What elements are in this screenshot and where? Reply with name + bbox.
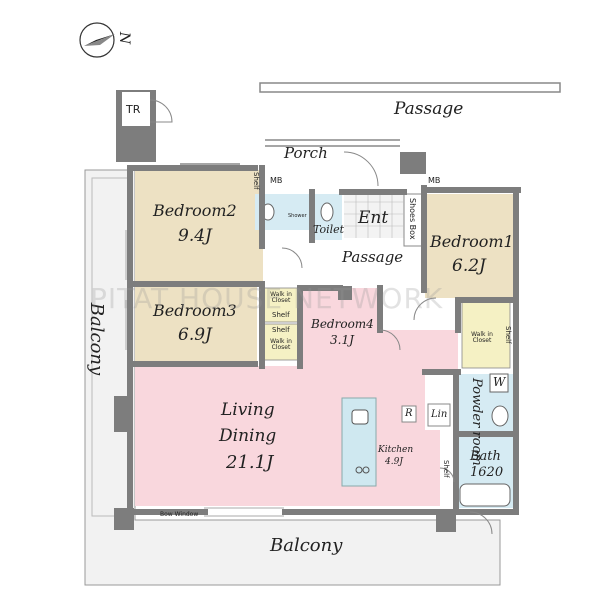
living-size: 21.1J bbox=[226, 452, 274, 473]
shelf-label: Shelf bbox=[252, 172, 260, 190]
walk-in-closet-label: Walk in Closet bbox=[270, 291, 292, 304]
compass-icon bbox=[79, 22, 115, 58]
stove-burner bbox=[362, 466, 370, 474]
bedroom1-label: Bedroom1 bbox=[430, 232, 514, 251]
shelf-label: Shelf bbox=[504, 326, 512, 344]
entrance-tiles bbox=[344, 190, 404, 238]
dining-label: Dining bbox=[219, 426, 277, 446]
trunk-room bbox=[122, 92, 150, 126]
bedroom4-size: 3.1J bbox=[330, 333, 354, 347]
bedroom2-size: 9.4J bbox=[178, 226, 212, 246]
bedroom2-label: Bedroom2 bbox=[153, 201, 237, 220]
shower-label: Shower bbox=[288, 213, 307, 219]
shelf-label: Shelf bbox=[272, 326, 290, 334]
powder-room-label: Powder room bbox=[469, 378, 484, 466]
bedroom1-room bbox=[425, 194, 513, 298]
bedroom3-room bbox=[135, 286, 257, 364]
toilet-bowl bbox=[320, 202, 334, 222]
outer-passage-label: Passage bbox=[394, 99, 464, 119]
powder-sink bbox=[491, 405, 509, 427]
kitchen-size: 4.9J bbox=[385, 457, 403, 467]
shelf-label: Shelf bbox=[442, 460, 450, 478]
living-label: Living bbox=[221, 400, 275, 420]
door-swings bbox=[281, 151, 493, 535]
bedroom4-label: Bedroom4 bbox=[311, 317, 374, 331]
stove-burner bbox=[355, 466, 363, 474]
washer-label: W bbox=[493, 375, 506, 389]
bath-label: Bath bbox=[470, 449, 501, 464]
bedroom3-label: Bedroom3 bbox=[153, 301, 237, 320]
trunk-room-label: TR bbox=[126, 103, 141, 116]
fridge-box bbox=[401, 405, 417, 423]
walls bbox=[127, 165, 521, 515]
bedroom3-size: 6.9J bbox=[178, 325, 212, 345]
linen-box bbox=[427, 403, 451, 427]
watermark: PITAT HOUSE NETWORK bbox=[90, 282, 444, 315]
mb-label: MB bbox=[428, 176, 441, 185]
linen-label: Lin bbox=[431, 409, 448, 420]
walk-in-closet-c bbox=[461, 301, 511, 369]
walk-in-closet-label: Walk in Closet bbox=[471, 331, 493, 344]
outer-passage-railing bbox=[180, 82, 561, 165]
inner-passage-label: Passage bbox=[342, 248, 404, 266]
windows bbox=[125, 230, 284, 517]
shoes-box-label: Shoes Box bbox=[408, 198, 417, 240]
entrance-label: Ent bbox=[358, 208, 389, 228]
bath-size: 1620 bbox=[470, 465, 504, 480]
shelf-label: Shelf bbox=[272, 311, 290, 319]
fridge-label: R bbox=[405, 408, 413, 419]
walk-in-closet-label: Walk in Closet bbox=[270, 338, 292, 351]
kitchen-sink bbox=[351, 409, 369, 425]
mb-label: MB bbox=[270, 176, 283, 185]
trunk-room-door bbox=[149, 99, 173, 123]
toilet-label: Toilet bbox=[313, 223, 345, 236]
bathtub bbox=[459, 483, 511, 507]
balcony-bottom-label: Balcony bbox=[270, 535, 343, 556]
bow-window-label: Bow Window bbox=[160, 511, 199, 518]
kitchen-label: Kitchen bbox=[378, 445, 414, 455]
washer-box bbox=[489, 373, 509, 393]
compass-label: N bbox=[116, 31, 133, 45]
bedroom1-size: 6.2J bbox=[452, 256, 486, 276]
porch-label: Porch bbox=[284, 144, 328, 162]
bedroom2-room bbox=[135, 170, 263, 282]
living-dining-room bbox=[135, 288, 458, 506]
walk-in-closet-a bbox=[261, 287, 299, 323]
